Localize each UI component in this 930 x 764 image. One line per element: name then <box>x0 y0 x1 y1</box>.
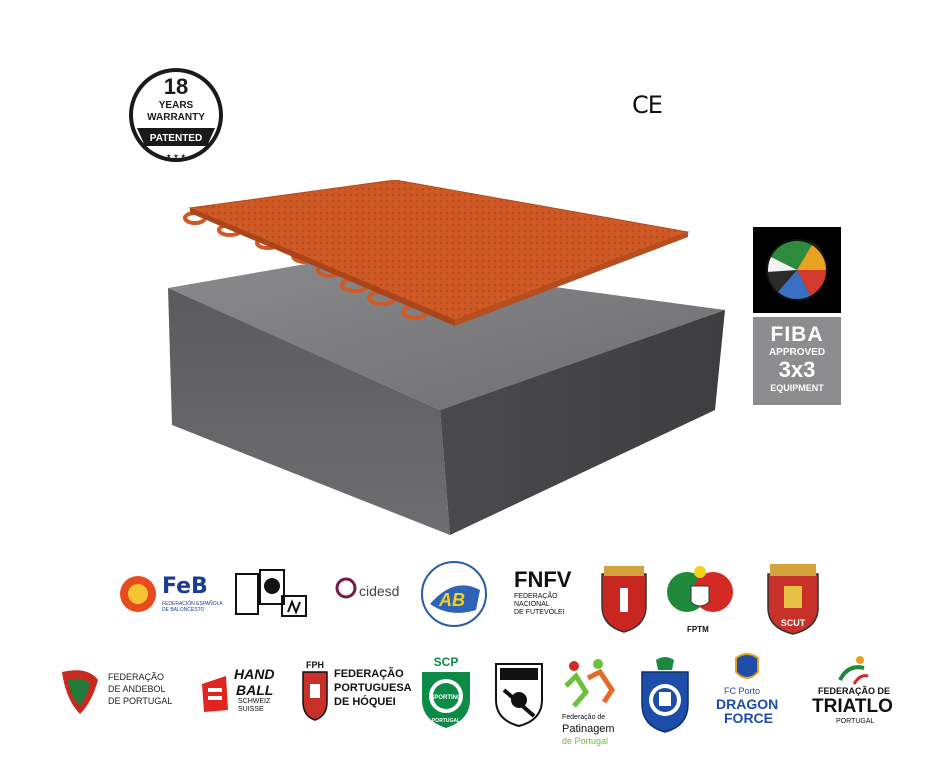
scut-logo: SCUT <box>762 560 824 636</box>
sporting-crest-icon: SCP SPORTING PORTUGAL <box>422 655 470 728</box>
vitoria-shield-icon <box>495 663 543 728</box>
years-label: YEARS <box>159 100 194 111</box>
scut-shield-icon: SCUT <box>767 564 819 635</box>
cidesd-swirl-icon <box>335 577 357 599</box>
product-render <box>150 179 740 540</box>
feb-logo: FeB FEDERACIÓN ESPAÑOLA DE BALONCESTO <box>118 570 223 620</box>
andebol-logo: FEDERAÇÃO DE ANDEBOL DE PORTUGAL <box>58 666 178 722</box>
svg-text:SPORTING: SPORTING <box>430 695 462 701</box>
approved-label: APPROVED <box>768 347 826 358</box>
fc-porto-crest-icon <box>641 657 689 733</box>
fnfv-logo: FNFV FEDERAÇÃO NACIONAL DE FUTEVÓLEI <box>514 567 572 616</box>
dragon-force-crest-icon <box>735 653 759 679</box>
handball-schweiz-logo: HAND BALL SCHWEIZ SUISSE <box>200 664 280 720</box>
fiba-approved-box: FIBA APPROVED 3x3 EQUIPMENT <box>753 317 841 405</box>
dragon-force-logo: FC Porto DRAGON FORCE <box>706 652 788 728</box>
vitoria-logo <box>494 660 544 728</box>
svg-text:AB: AB <box>438 590 465 610</box>
3x3-label: 3x3 <box>778 357 816 382</box>
sporting-logo: SCP SPORTING PORTUGAL <box>418 654 474 730</box>
ab-logo: AB <box>420 560 488 628</box>
patinagem-logo: Federação de Patinagem de Portugal <box>560 656 636 748</box>
fptm-logo: FPTM <box>665 562 735 638</box>
andebol-emblem-icon <box>62 670 98 714</box>
fph-shield-icon: FPH <box>302 660 328 721</box>
fptm-paddles-icon <box>667 566 733 612</box>
fc-porto-logo <box>636 656 694 734</box>
cidesd-logo: cidesd <box>335 575 415 605</box>
fpm-logo <box>232 568 312 620</box>
svg-text:SCUT: SCUT <box>781 618 806 628</box>
feb-emblem-icon <box>120 576 156 612</box>
fiba-ball-logo <box>753 227 841 313</box>
warranty-badge: 18 YEARS WARRANTY PATENTED ★ ★ ★ <box>127 66 225 174</box>
fpm-mark-icon <box>235 569 307 617</box>
underlay-base <box>168 258 725 535</box>
braga-crest-logo <box>594 562 654 634</box>
warranty-label: WARRANTY <box>147 112 205 123</box>
ab-emblem-icon: AB <box>421 561 487 627</box>
svg-text:FPH: FPH <box>306 660 324 670</box>
triatlo-logo: FEDERAÇÃO DE TRIATLO PORTUGAL <box>808 654 900 734</box>
svg-text:PORTUGAL: PORTUGAL <box>432 718 460 724</box>
equipment-label: EQUIPMENT <box>770 383 824 393</box>
patented-label: PATENTED <box>150 133 202 144</box>
years-number: 18 <box>164 74 188 99</box>
fiba-label: FIBA <box>770 323 824 346</box>
braga-shield-icon <box>601 566 647 633</box>
handball-mark-icon <box>202 676 228 712</box>
badge-stars: ★ ★ ★ <box>166 153 186 160</box>
patinagem-figures-icon <box>564 659 616 708</box>
ce-mark: CE <box>632 91 663 119</box>
triatlo-figure-icon <box>838 656 869 685</box>
fph-logo: FPH FEDERAÇÃO PORTUGUESA DE HÓQUEI <box>300 658 412 724</box>
svg-text:SCP: SCP <box>434 655 459 669</box>
